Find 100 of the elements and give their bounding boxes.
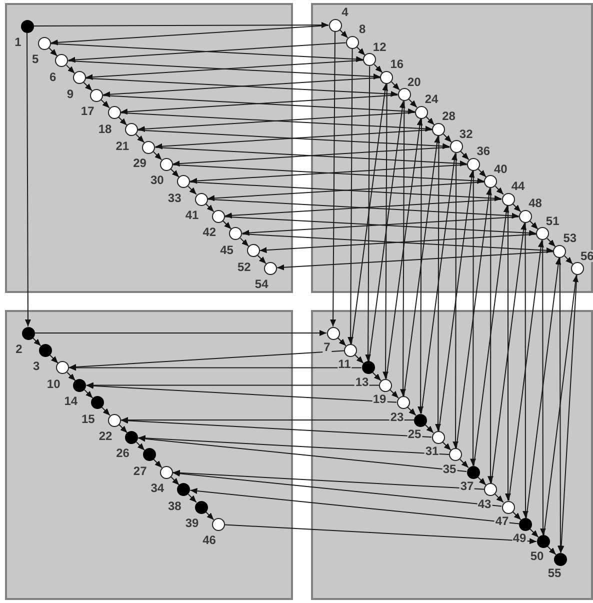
arrow [190, 488, 520, 524]
node-number: 51 [544, 214, 560, 227]
arrow [68, 364, 362, 371]
node-number: 28 [441, 110, 456, 122]
node-number: 21 [114, 140, 130, 152]
arrow [460, 150, 470, 160]
arrow [101, 406, 110, 416]
node-number: 42 [202, 226, 218, 238]
arrow [390, 389, 399, 398]
filled-node [362, 361, 374, 374]
arrow [100, 99, 110, 108]
filled-node [22, 326, 34, 340]
arrow [478, 168, 487, 178]
node-number: 8 [358, 23, 367, 36]
node-number: 47 [494, 515, 510, 527]
arrow [337, 337, 346, 346]
node-number: 14 [63, 395, 79, 408]
node-number: 52 [236, 260, 252, 273]
node-number: 20 [406, 76, 422, 88]
arrow [222, 220, 232, 230]
open-node [264, 262, 278, 275]
filled-node [73, 378, 86, 392]
arrow [34, 330, 327, 336]
open-node [326, 326, 340, 340]
arrow [188, 494, 197, 503]
open-node [502, 500, 514, 514]
arrow [368, 100, 406, 362]
node-number: 40 [493, 162, 508, 175]
open-node [55, 54, 68, 68]
node-number: 1 [14, 36, 22, 48]
arrow [365, 66, 372, 362]
arrow [188, 186, 197, 195]
arrow [348, 48, 354, 344]
filled-node [466, 466, 480, 479]
arrow [224, 524, 537, 544]
arrow [420, 152, 458, 414]
open-node [160, 158, 173, 171]
arrow [490, 222, 527, 484]
arrow [152, 151, 162, 160]
arrow [48, 47, 58, 56]
open-node [484, 483, 497, 496]
panel [311, 3, 593, 293]
arrow [136, 134, 145, 143]
arrow [339, 29, 348, 38]
arrow [32, 337, 42, 346]
filled-node [142, 448, 156, 462]
node-number: 23 [389, 410, 405, 423]
arrow [408, 98, 418, 108]
open-node [177, 175, 190, 188]
arrow [442, 442, 452, 451]
open-node [142, 140, 156, 154]
arrow [170, 476, 180, 486]
node-number: 46 [202, 534, 217, 546]
open-node [398, 88, 411, 102]
node-number: 29 [132, 157, 148, 170]
arrow [512, 203, 522, 212]
open-node [450, 140, 463, 154]
arrow [435, 135, 442, 432]
arrow [456, 188, 492, 449]
arrow [460, 458, 469, 468]
open-node [194, 192, 208, 206]
arrow [170, 168, 180, 178]
arrow [547, 546, 556, 556]
arrow [374, 64, 383, 74]
node-number: 36 [476, 145, 492, 158]
arrow [540, 240, 546, 536]
open-node [38, 36, 51, 50]
node-number: 54 [254, 278, 270, 290]
node-number: 49 [512, 532, 528, 544]
arrow [438, 170, 475, 432]
node-number: 4 [340, 6, 350, 18]
open-node [536, 227, 550, 240]
node-number: 39 [184, 517, 200, 529]
filled-node [194, 500, 208, 514]
node-number: 22 [98, 430, 114, 442]
node-number: 6 [48, 70, 58, 83]
arrow [529, 220, 538, 230]
open-node [415, 106, 428, 118]
open-node [346, 36, 359, 49]
open-node [160, 466, 173, 479]
arrow [452, 152, 459, 449]
open-node [518, 210, 532, 223]
open-node [212, 210, 225, 223]
arrow [257, 255, 266, 264]
arrow [138, 436, 467, 472]
open-node [108, 106, 120, 119]
open-node [124, 123, 138, 136]
node-number: 12 [372, 40, 388, 53]
arrow [530, 528, 539, 538]
arrow [386, 118, 423, 380]
arrow [240, 238, 250, 247]
arrow [172, 470, 502, 507]
node-number: 27 [132, 464, 148, 477]
arrow [68, 350, 344, 370]
open-node [449, 448, 462, 462]
arrow [418, 118, 424, 414]
filled-node [414, 414, 427, 426]
arrow [205, 203, 214, 212]
arrow [350, 83, 388, 344]
arrow [372, 372, 382, 382]
